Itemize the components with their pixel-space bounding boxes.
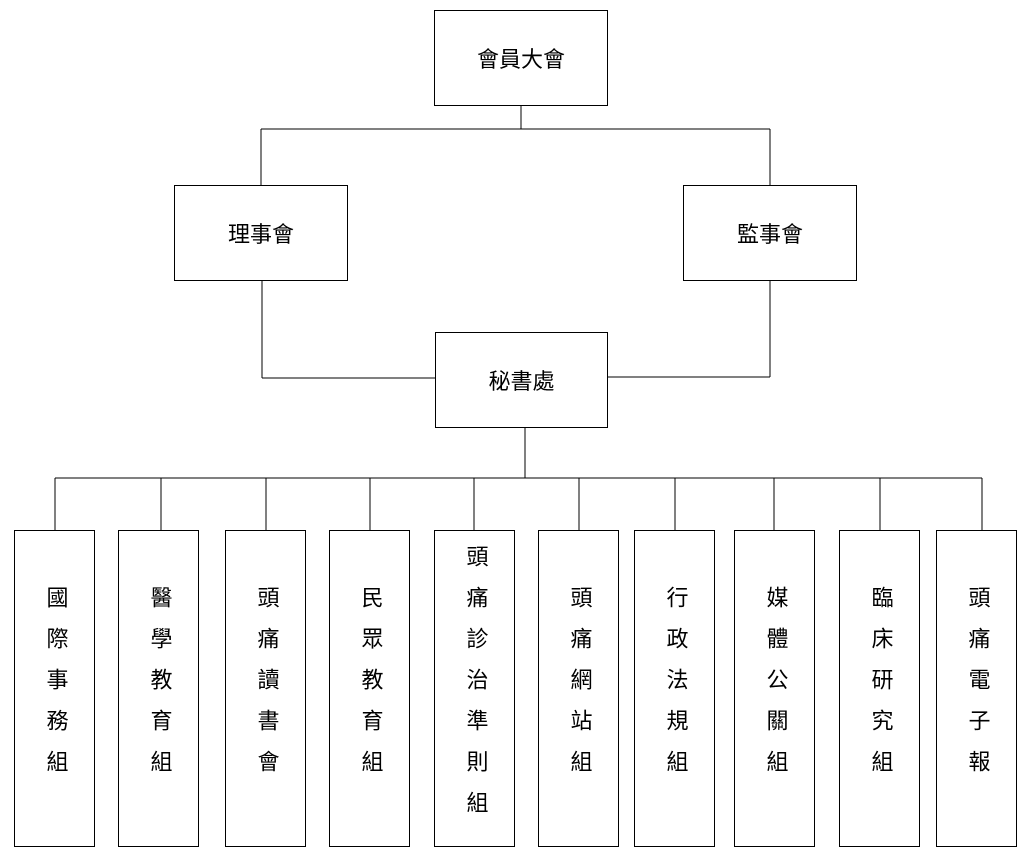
group-treatment-guidelines: 頭痛診治準則組 <box>434 530 515 847</box>
group-label: 行政法規組 <box>662 586 688 791</box>
node-label: 理事會 <box>227 223 294 248</box>
group-public-education: 民眾教育組 <box>329 530 410 847</box>
node-general-assembly: 會員大會 <box>434 10 608 106</box>
group-label: 頭痛讀書會 <box>253 586 279 791</box>
group-clinical-research: 臨床研究組 <box>839 530 920 847</box>
node-label: 監事會 <box>736 223 803 248</box>
group-international-affairs: 國際事務組 <box>14 530 95 847</box>
group-label: 臨床研究組 <box>867 586 893 791</box>
node-label: 秘書處 <box>488 370 555 395</box>
group-media-relations: 媒體公關組 <box>734 530 815 847</box>
group-label: 醫學教育組 <box>146 586 172 791</box>
node-label: 會員大會 <box>476 48 565 73</box>
group-administrative-regulations: 行政法規組 <box>634 530 715 847</box>
group-label: 頭痛網站組 <box>566 586 592 791</box>
group-headache-website: 頭痛網站組 <box>538 530 619 847</box>
group-medical-education: 醫學教育組 <box>118 530 199 847</box>
node-secretariat: 秘書處 <box>435 332 608 428</box>
group-label: 頭痛診治準則組 <box>462 545 488 832</box>
node-board-of-directors: 理事會 <box>174 185 348 281</box>
group-label: 媒體公關組 <box>762 586 788 791</box>
group-headache-reading-club: 頭痛讀書會 <box>225 530 306 847</box>
group-headache-e-newsletter: 頭痛電子報 <box>936 530 1017 847</box>
group-label: 民眾教育組 <box>357 586 383 791</box>
group-label: 國際事務組 <box>42 586 68 791</box>
group-label: 頭痛電子報 <box>964 586 990 791</box>
node-board-of-supervisors: 監事會 <box>683 185 857 281</box>
